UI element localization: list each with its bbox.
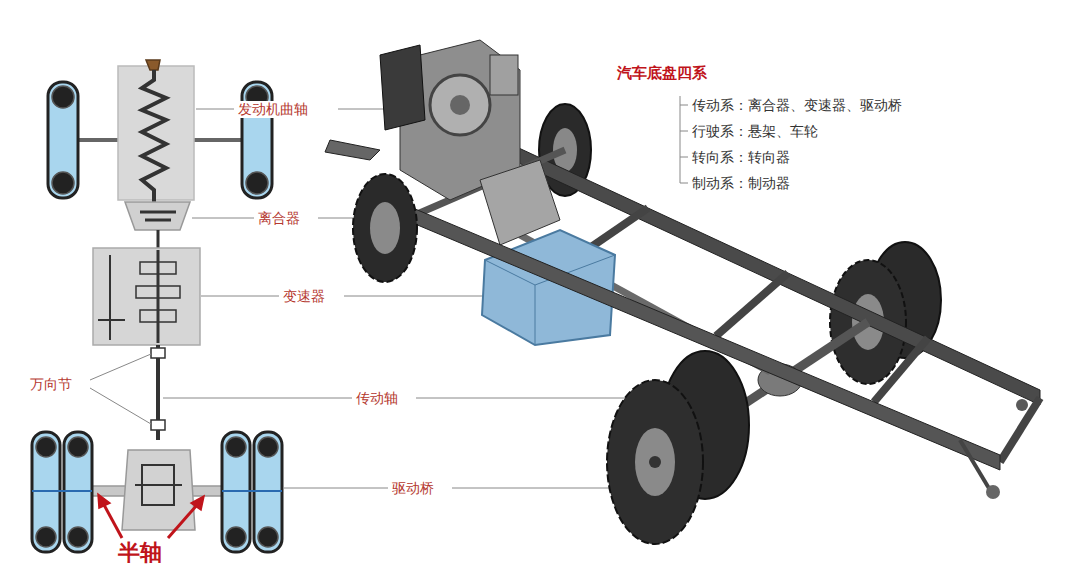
group-heading: 汽车底盘四系 — [615, 64, 709, 82]
system-item: 传动系：离合器、变速器、驱动桥 — [690, 97, 904, 114]
part-label: 变速器 — [281, 288, 327, 305]
part-label: 发动机曲轴 — [236, 101, 310, 118]
highlight-label: 半轴 — [116, 540, 164, 566]
system-item: 行驶系：悬架、车轮 — [690, 123, 820, 140]
part-label: 离合器 — [256, 210, 302, 227]
chassis-3d — [325, 40, 1040, 544]
part-label: 传动轴 — [354, 390, 400, 407]
schematic — [32, 60, 282, 552]
system-item: 转向系：转向器 — [690, 149, 792, 166]
part-label: 万向节 — [28, 376, 74, 393]
system-item: 制动系：制动器 — [690, 175, 792, 192]
part-label: 驱动桥 — [390, 480, 436, 497]
